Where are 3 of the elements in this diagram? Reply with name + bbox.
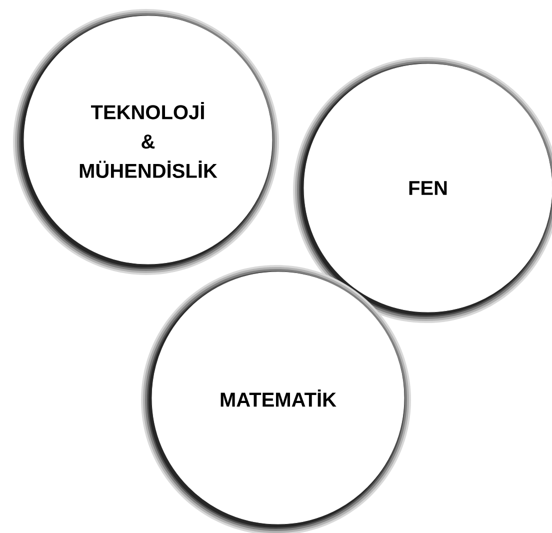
circle-node: TEKNOLOJİ & MÜHENDİSLİK <box>13 9 279 275</box>
circle-node: FEN <box>293 57 552 323</box>
circle-node: MATEMATİK <box>141 265 411 533</box>
